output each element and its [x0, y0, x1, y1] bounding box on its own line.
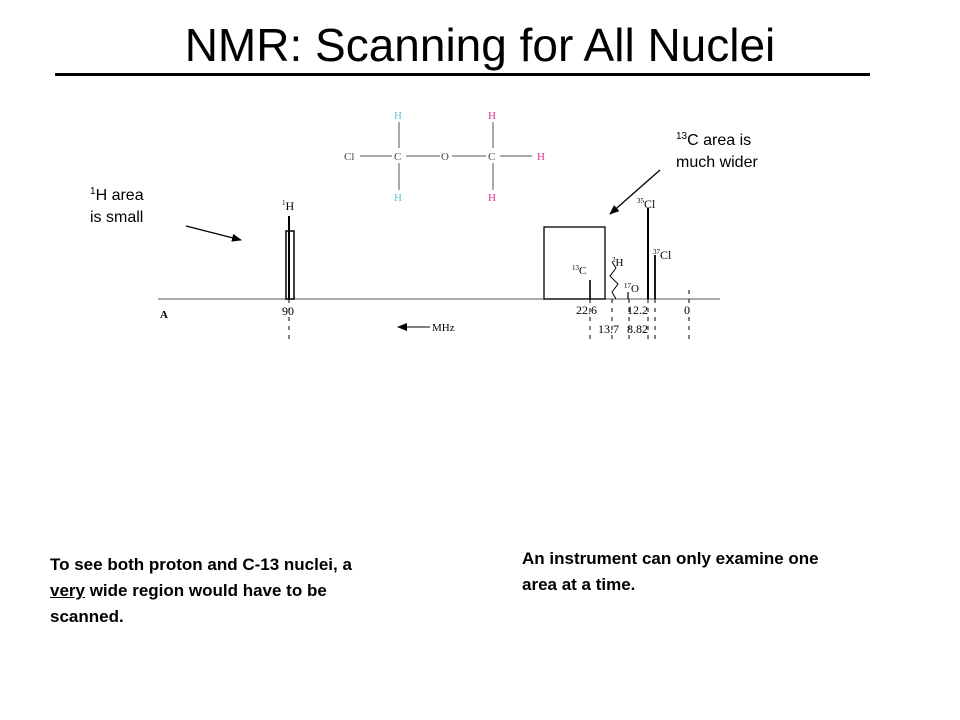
proton-area-note: 1H area is small	[90, 185, 144, 229]
atom-h-c1-bottom: H	[394, 192, 402, 204]
atom-h-c2-bottom: H	[488, 192, 496, 204]
tick-label-13-7: 13.7	[598, 322, 619, 336]
peak-h2	[609, 261, 619, 300]
page-title: NMR: Scanning for All Nuclei	[184, 19, 776, 71]
proton-note-line2: is small	[90, 209, 144, 226]
carbon-arrow	[609, 169, 661, 215]
atom-c1: C	[394, 151, 401, 163]
atom-h-c1-top: H	[394, 110, 402, 122]
explanation-emphasis: very	[50, 581, 85, 600]
atom-c2: C	[488, 151, 495, 163]
tick-label-12-2: 12.2	[627, 303, 648, 317]
peak-c13-label: 13C	[572, 264, 586, 277]
explanation-part1: To see both proton and C-13 nuclei, a	[50, 555, 352, 574]
proton-arrow	[185, 225, 242, 242]
axis-label-a: A	[160, 309, 168, 321]
proton-note-superscript: 1	[90, 186, 96, 197]
instrument-limitation-note: An instrument can only examine one area …	[522, 549, 819, 594]
carbon-note-line1: C area is	[687, 132, 752, 149]
peak-h1-label: 1H	[282, 199, 295, 213]
peak-cl35-label: 35Cl	[637, 197, 656, 211]
tick-label-8-82: 8.82	[627, 322, 648, 336]
atom-o: O	[441, 151, 449, 163]
peak-cl37-label: 37Cl	[653, 248, 672, 262]
explanation-part2: wide region would have to be scanned.	[50, 581, 327, 626]
carbon-note-line2: much wider	[676, 154, 758, 171]
molecule-structure: Cl C O C H H H H H	[344, 110, 545, 204]
carbon-note-superscript: 13	[676, 131, 688, 142]
proton-note-line1: H area	[95, 187, 144, 204]
spectrum: 1H 13C 2H 17O 35Cl 37Cl 90 22.6 12.2 0 1…	[158, 197, 720, 340]
scan-range-explanation: To see both proton and C-13 nuclei, a ve…	[50, 552, 390, 630]
atom-h-right: H	[537, 151, 545, 163]
peak-h2-label: 2H	[612, 256, 624, 269]
atom-h-c2-top: H	[488, 110, 496, 122]
atom-cl: Cl	[344, 151, 354, 163]
mhz-label: MHz	[432, 322, 455, 334]
title-underline	[55, 73, 870, 76]
carbon-area-box	[543, 226, 606, 300]
peak-o17-label: 17O	[624, 282, 639, 295]
tick-label-90: 90	[282, 304, 294, 318]
carbon-area-note: 13C area is much wider	[676, 130, 758, 174]
tick-label-0: 0	[684, 303, 690, 317]
tick-label-22-6: 22.6	[576, 303, 597, 317]
